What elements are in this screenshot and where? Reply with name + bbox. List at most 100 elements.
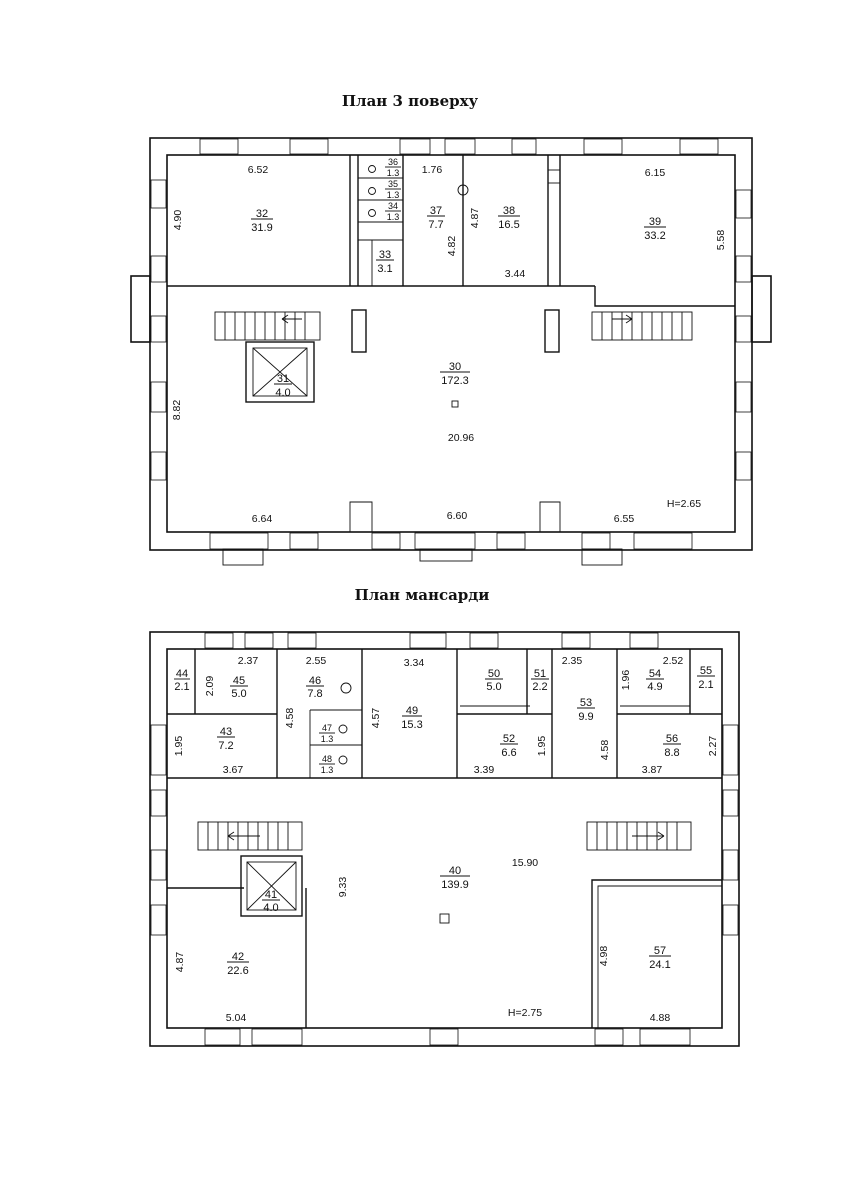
plan3-dim: 6.52 [248, 164, 269, 176]
attic-room-label: 45 5.0 [230, 675, 248, 700]
attic-height-label: H=2.75 [508, 1007, 542, 1019]
svg-text:7.8: 7.8 [307, 688, 322, 700]
plan3-room-label: 39 33.2 [644, 216, 666, 242]
attic-room-label: 49 15.3 [401, 705, 422, 731]
attic-dim: 4.58 [284, 708, 296, 729]
plan3-dim: 8.82 [171, 400, 183, 421]
attic-room-label: 47 1.3 [319, 723, 335, 744]
attic-room-label: 43 7.2 [217, 726, 235, 752]
attic-dim: 9.33 [337, 877, 349, 898]
attic-center-marker [439, 913, 450, 924]
attic-top-windows [204, 632, 659, 649]
plan3-drawing [130, 137, 772, 566]
svg-text:31: 31 [277, 373, 289, 385]
plan3-inner-wall [166, 154, 736, 533]
attic-dim: 3.67 [223, 764, 244, 776]
attic-room-label: 51 2.2 [531, 668, 549, 693]
svg-text:52: 52 [503, 733, 515, 745]
svg-text:55: 55 [700, 665, 712, 677]
svg-text:47: 47 [322, 723, 332, 733]
svg-text:51: 51 [534, 668, 546, 680]
attic-dim: 2.52 [663, 655, 684, 667]
svg-text:32: 32 [256, 208, 268, 220]
plan3-room-label: 36 1.3 [385, 157, 401, 178]
svg-text:35: 35 [388, 179, 398, 189]
plan3-left-bay [130, 275, 151, 343]
attic-room-label: 50 5.0 [485, 668, 503, 693]
attic-dim: 3.39 [474, 764, 495, 776]
plan3-dim: 4.82 [446, 236, 458, 257]
plan3-elevator [245, 341, 315, 403]
svg-text:139.9: 139.9 [441, 879, 469, 891]
plan3-wc-fixtures [368, 165, 469, 217]
plan3-title: План 3 поверху [342, 92, 479, 110]
plan3-room-label: 35 1.3 [385, 179, 401, 200]
svg-text:15.3: 15.3 [401, 719, 422, 731]
plan3-height-label: H=2.65 [667, 498, 701, 510]
svg-text:1.3: 1.3 [387, 168, 400, 178]
plan3-dim: 3.44 [505, 268, 526, 280]
svg-text:4.9: 4.9 [647, 681, 662, 693]
svg-text:2.1: 2.1 [698, 679, 713, 691]
attic-dim: 4.88 [650, 1012, 671, 1024]
svg-text:48: 48 [322, 754, 332, 764]
plan3-room-label: 38 16.5 [498, 205, 520, 231]
plan3-right-bay [751, 275, 772, 343]
plan3-room-label: 33 3.1 [376, 249, 394, 275]
svg-text:3.1: 3.1 [377, 263, 392, 275]
attic-dim: 2.09 [204, 676, 216, 697]
svg-text:172.3: 172.3 [441, 375, 469, 387]
attic-room-label: 41 4.0 [262, 889, 280, 914]
svg-text:49: 49 [406, 705, 418, 717]
svg-text:39: 39 [649, 216, 661, 228]
attic-room-label: 54 4.9 [646, 668, 664, 693]
attic-room-label: 44 2.1 [174, 668, 190, 693]
attic-dim: 1.95 [173, 736, 185, 757]
attic-dim: 4.58 [599, 740, 611, 761]
plan3-room-label: 30 172.3 [440, 361, 470, 387]
svg-text:5.0: 5.0 [486, 681, 501, 693]
attic-dim: 4.87 [174, 952, 186, 973]
svg-text:5.0: 5.0 [231, 688, 246, 700]
svg-text:46: 46 [309, 675, 321, 687]
attic-room-label: 55 2.1 [697, 665, 715, 691]
plan3-column-right [544, 309, 560, 353]
plan3-bottom-windows [209, 532, 693, 566]
attic-elevator [240, 855, 303, 917]
attic-dim: 2.37 [238, 655, 259, 667]
attic-room-label: 48 1.3 [319, 754, 335, 775]
svg-text:24.1: 24.1 [649, 959, 670, 971]
attic-dim: 2.35 [562, 655, 583, 667]
attic-dim: 4.57 [370, 708, 382, 729]
attic-room-label: 42 22.6 [227, 951, 249, 977]
plan3-dim: 4.90 [172, 210, 184, 231]
plan3-stair-right [591, 311, 693, 341]
plan3-top-windows [199, 138, 719, 155]
svg-text:31.9: 31.9 [251, 222, 272, 234]
svg-text:1.3: 1.3 [321, 765, 334, 775]
svg-text:33: 33 [379, 249, 391, 261]
svg-text:56: 56 [666, 733, 678, 745]
plan3-column-left [351, 309, 367, 353]
svg-text:54: 54 [649, 668, 661, 680]
plan3-dim: 5.58 [715, 230, 727, 251]
attic-room-label: 53 9.9 [577, 697, 595, 723]
svg-text:1.3: 1.3 [387, 190, 400, 200]
svg-text:50: 50 [488, 668, 500, 680]
svg-text:2.1: 2.1 [174, 681, 189, 693]
plan3-room-label: 32 31.9 [251, 208, 273, 234]
plan3-interior-walls [167, 155, 735, 532]
attic-stair-left [197, 821, 303, 851]
svg-text:40: 40 [449, 865, 461, 877]
attic-dim: 1.96 [620, 670, 632, 691]
attic-dim: 2.27 [707, 736, 719, 757]
plan3-dim: 6.64 [252, 513, 273, 525]
plan3-dim: 20.96 [448, 432, 474, 444]
plan3-side-windows [150, 179, 752, 481]
plan3-stair-left [214, 311, 321, 341]
svg-text:34: 34 [388, 201, 398, 211]
attic-dim: 15.90 [512, 857, 538, 869]
svg-text:37: 37 [430, 205, 442, 217]
svg-text:38: 38 [503, 205, 515, 217]
